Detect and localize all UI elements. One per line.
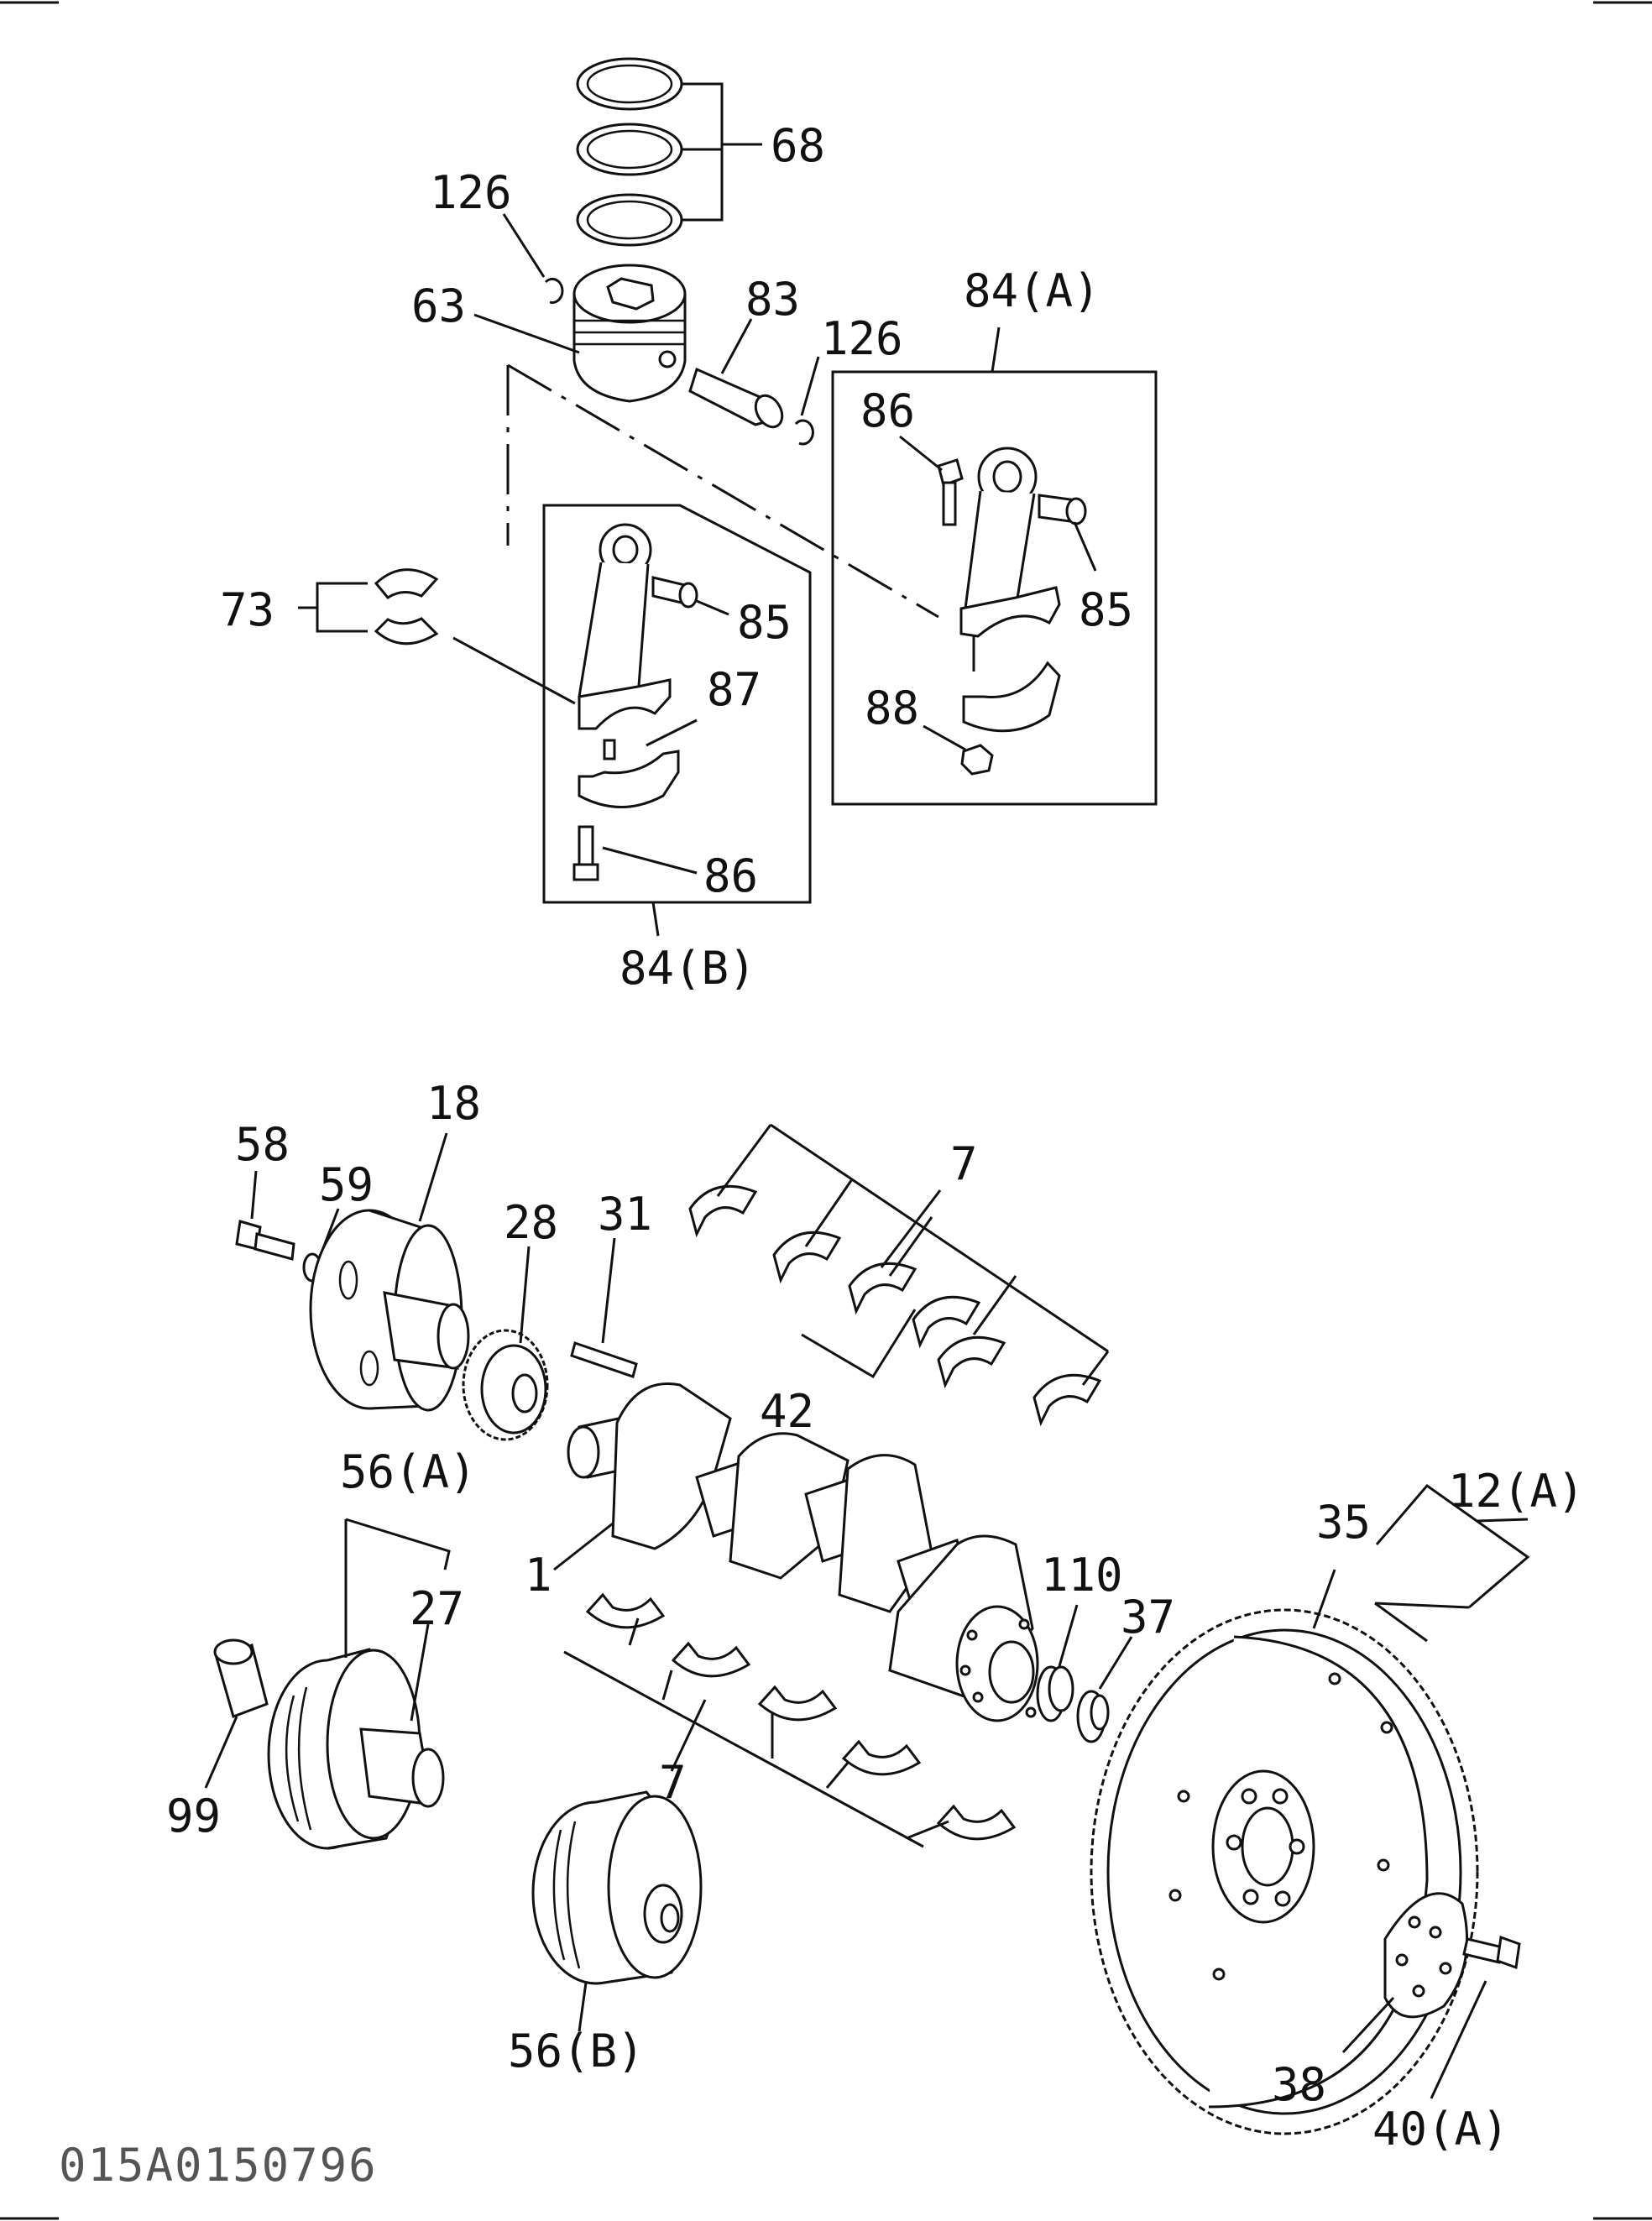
oil-seal-110[interactable]: [1036, 1665, 1074, 1722]
leader-7-lower: [563, 1617, 949, 1848]
bushing-99[interactable]: [213, 1638, 269, 1718]
main-bearing-shells-upper-7[interactable]: [688, 1184, 1102, 1427]
callout-73[interactable]: 73: [220, 583, 274, 636]
callout-99[interactable]: 99: [166, 1790, 221, 1842]
bushing-85-a[interactable]: [1038, 494, 1087, 525]
callout-56b[interactable]: 56(B): [508, 2025, 645, 2077]
callout-35[interactable]: 35: [1316, 1496, 1371, 1549]
callout-18[interactable]: 18: [426, 1077, 481, 1130]
conrod-84a[interactable]: [959, 447, 1061, 638]
callout-56a[interactable]: 56(A): [340, 1445, 477, 1498]
callout-1[interactable]: 1: [525, 1549, 552, 1602]
reinforcement-plate-38[interactable]: [1383, 1892, 1469, 2019]
callout-31[interactable]: 31: [598, 1188, 652, 1241]
crank-pulley-hub-18[interactable]: [309, 1209, 470, 1412]
callout-86-bottom[interactable]: 86: [703, 849, 758, 902]
piston-63[interactable]: [572, 264, 687, 403]
callout-labels: 68 126 63 83 126 84(A) 86 73 85 85 87 88…: [166, 119, 1585, 2156]
piston-ring-set-68[interactable]: [576, 57, 683, 247]
pilot-bearing-37[interactable]: [1076, 1690, 1110, 1743]
callout-38[interactable]: 38: [1272, 2058, 1326, 2111]
callout-86-top[interactable]: 86: [860, 384, 915, 437]
callout-40a[interactable]: 40(A): [1372, 2103, 1509, 2156]
callout-88[interactable]: 88: [865, 682, 919, 734]
crankshaft-1[interactable]: [567, 1382, 1039, 1722]
bolt-86-b[interactable]: [572, 825, 599, 881]
conrod-84b[interactable]: [578, 523, 672, 730]
piston-pin-83[interactable]: [688, 367, 787, 431]
callout-42[interactable]: 42: [760, 1385, 814, 1438]
flywheel-12a[interactable]: [1090, 1608, 1479, 2135]
callout-87[interactable]: 87: [707, 663, 761, 716]
snap-ring-126-right[interactable]: [794, 419, 814, 446]
bolt-86-a[interactable]: [937, 458, 964, 526]
leader-68: [682, 82, 762, 222]
flywheel-bolt-40a[interactable]: [1462, 1935, 1521, 1970]
callout-59[interactable]: 59: [319, 1158, 374, 1211]
leader-12a: [1374, 1483, 1530, 1643]
callout-37[interactable]: 37: [1121, 1591, 1175, 1644]
bushing-85-b[interactable]: [651, 576, 698, 609]
callout-12a[interactable]: 12(A): [1448, 1465, 1585, 1518]
callout-85-b[interactable]: 85: [737, 596, 792, 649]
callout-63[interactable]: 63: [411, 280, 466, 332]
cap-84a[interactable]: [962, 661, 1061, 733]
callout-83[interactable]: 83: [745, 273, 800, 326]
callout-58[interactable]: 58: [235, 1118, 290, 1171]
callout-7-lower[interactable]: 7: [659, 1756, 687, 1809]
damper-pulley-56b[interactable]: [531, 1790, 703, 1985]
snap-ring-126-left[interactable]: [544, 277, 564, 304]
dowel-87[interactable]: [603, 739, 616, 760]
nut-88[interactable]: [960, 744, 994, 776]
callout-84b[interactable]: 84(B): [620, 942, 756, 995]
damper-pulley-56a[interactable]: [267, 1648, 445, 1850]
callout-126-left[interactable]: 126: [430, 166, 512, 219]
key-31[interactable]: [570, 1341, 638, 1378]
crank-gear-28[interactable]: [462, 1329, 549, 1441]
bolt-58[interactable]: [235, 1220, 295, 1261]
callout-126-right[interactable]: 126: [821, 312, 903, 365]
main-bearing-shells-lower-7[interactable]: [585, 1592, 1017, 1841]
leader-7-42: [716, 1123, 1110, 1386]
callout-27[interactable]: 27: [410, 1582, 464, 1635]
drawing-code: 015A0150796: [59, 2139, 378, 2192]
callout-68[interactable]: 68: [771, 119, 825, 172]
callout-28[interactable]: 28: [504, 1196, 558, 1249]
callout-7-upper[interactable]: 7: [950, 1137, 978, 1190]
bearing-shells-73[interactable]: [374, 568, 439, 645]
callout-110[interactable]: 110: [1041, 1549, 1123, 1602]
cap-84b[interactable]: [578, 750, 680, 808]
callout-84a[interactable]: 84(A): [964, 264, 1100, 317]
callout-85-a[interactable]: 85: [1079, 583, 1133, 636]
